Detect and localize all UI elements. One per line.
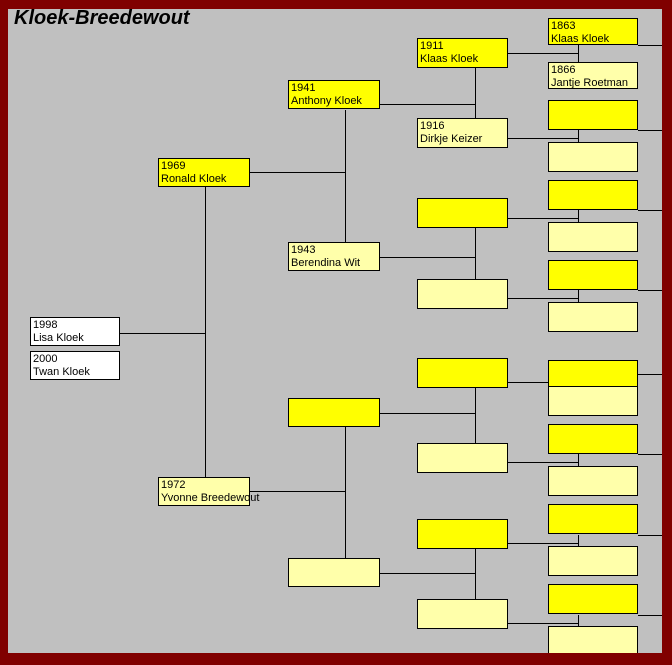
- person-name: Klaas Kloek: [551, 33, 610, 45]
- person-box[interactable]: 1916 Dirkje Keizer: [417, 118, 508, 148]
- connector-line: [638, 535, 662, 536]
- connector-line: [638, 290, 662, 291]
- connector-line: [345, 110, 346, 250]
- connector-line: [508, 623, 578, 624]
- person-box[interactable]: [288, 558, 380, 587]
- person-box[interactable]: 1941 Anthony Kloek: [288, 80, 380, 109]
- connector-line: [638, 374, 662, 375]
- person-year: 1969: [161, 160, 186, 172]
- person-box[interactable]: [288, 398, 380, 427]
- person-box[interactable]: [548, 100, 638, 130]
- connector-line: [120, 333, 206, 334]
- person-year: 1943: [291, 244, 316, 256]
- person-name: Yvonne Breedewout: [161, 492, 260, 504]
- connector-line: [345, 427, 346, 574]
- connector-line: [475, 226, 476, 288]
- connector-line: [345, 110, 346, 111]
- connector-line: [638, 210, 662, 211]
- person-box[interactable]: [548, 360, 638, 390]
- person-year: 1941: [291, 82, 316, 94]
- person-box[interactable]: [548, 546, 638, 576]
- connector-line: [250, 172, 346, 173]
- person-box[interactable]: 1863 Klaas Kloek: [548, 18, 638, 45]
- person-box[interactable]: [548, 386, 638, 416]
- person-box[interactable]: 1911 Klaas Kloek: [417, 38, 508, 68]
- connector-line: [380, 413, 476, 414]
- connector-line: [380, 257, 476, 258]
- person-year: 1998: [33, 319, 58, 331]
- connector-line: [380, 573, 476, 574]
- connector-line: [638, 45, 662, 46]
- person-year: 1972: [161, 479, 186, 491]
- person-year: 1866: [551, 64, 576, 76]
- connector-line: [508, 138, 578, 139]
- connector-line: [578, 45, 579, 75]
- person-box[interactable]: [417, 599, 508, 629]
- connector-line: [638, 130, 662, 131]
- person-box-mother[interactable]: 1972 Yvonne Breedewout: [158, 477, 259, 506]
- person-name: Dirkje Keizer: [420, 133, 483, 145]
- person-box[interactable]: [548, 584, 638, 614]
- connector-line: [475, 68, 476, 128]
- person-box[interactable]: [548, 504, 638, 534]
- connector-line: [508, 53, 578, 54]
- person-box[interactable]: [548, 466, 638, 496]
- person-name: Anthony Kloek: [291, 95, 362, 107]
- person-box[interactable]: [548, 260, 638, 290]
- connector-line: [638, 615, 662, 616]
- person-box[interactable]: [417, 198, 508, 228]
- person-box[interactable]: [548, 424, 638, 454]
- person-name: Klaas Kloek: [420, 53, 479, 65]
- person-box[interactable]: [548, 142, 638, 172]
- person-box[interactable]: [417, 443, 508, 473]
- person-year: 1863: [551, 20, 576, 32]
- person-box[interactable]: [548, 626, 638, 653]
- person-year: 1916: [420, 120, 445, 132]
- person-box[interactable]: [548, 222, 638, 252]
- page-title: Kloek-Breedewout: [14, 7, 190, 29]
- connector-line: [508, 218, 578, 219]
- connector-line: [508, 382, 578, 383]
- person-name: Ronald Kloek: [161, 173, 227, 185]
- person-year: 2000: [33, 353, 58, 365]
- person-box-child[interactable]: 1998 Lisa Kloek: [30, 317, 120, 346]
- person-name: Berendina Wit: [291, 257, 361, 269]
- connector-line: [638, 454, 662, 455]
- connector-line: [250, 491, 346, 492]
- connector-line: [475, 385, 476, 443]
- person-box[interactable]: [417, 279, 508, 309]
- person-box[interactable]: [548, 302, 638, 332]
- connector-line: [508, 298, 578, 299]
- person-box[interactable]: [417, 519, 508, 549]
- person-box-father[interactable]: 1969 Ronald Kloek: [158, 158, 250, 187]
- connector-line: [508, 543, 578, 544]
- person-box[interactable]: 1866 Jantje Roetman: [548, 62, 638, 89]
- person-name: Twan Kloek: [33, 366, 90, 378]
- person-box-child[interactable]: 2000 Twan Kloek: [30, 351, 120, 380]
- person-year: 1911: [420, 40, 444, 52]
- connector-line: [380, 104, 476, 105]
- connector-line: [508, 462, 578, 463]
- connector-line: [205, 187, 206, 487]
- person-box[interactable]: 1943 Berendina Wit: [288, 242, 380, 271]
- person-name: Jantje Roetman: [551, 77, 629, 89]
- person-box[interactable]: [548, 180, 638, 210]
- person-box[interactable]: [417, 358, 508, 388]
- person-name: Lisa Kloek: [33, 332, 84, 344]
- connector-line: [475, 546, 476, 604]
